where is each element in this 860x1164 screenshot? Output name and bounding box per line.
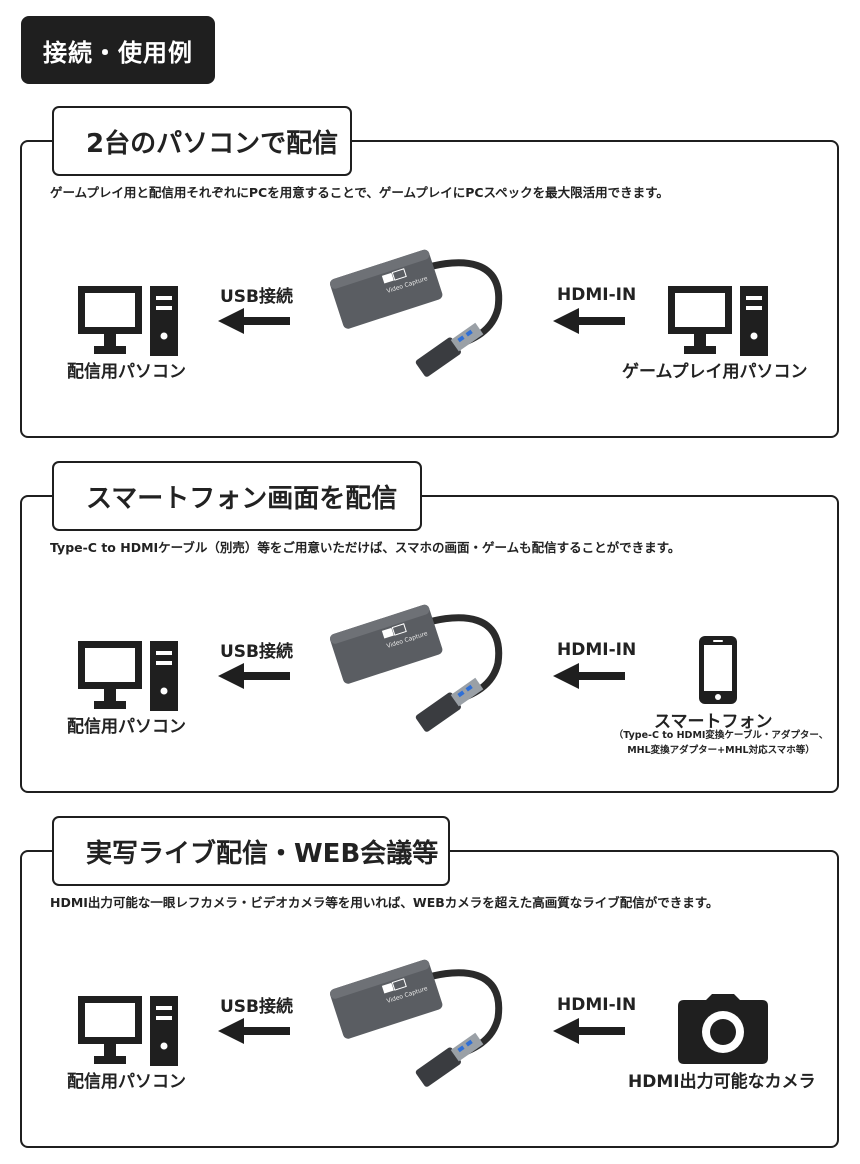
source-label: ゲームプレイ用パソコン: [622, 362, 808, 382]
capture-device-image: Video Capture: [330, 959, 503, 1087]
usb-connection-label: USB接続: [220, 997, 294, 1017]
source-note: （Type-C to HDMI変換ケーブル・アダプター、 MHL変換アダプター+…: [608, 728, 834, 758]
hdmi-in-label: HDMI-IN: [557, 995, 637, 1015]
usb-connection-label: USB接続: [220, 287, 294, 307]
smartphone-icon: [699, 636, 737, 704]
section-title: 実写ライブ配信・WEB会議等: [52, 816, 450, 886]
pc-label: 配信用パソコン: [67, 717, 186, 737]
page-title: 接続・使用例: [43, 38, 193, 67]
section-description: ゲームプレイ用と配信用それぞれにPCを用意することで、ゲームプレイにPCスペック…: [50, 185, 669, 200]
pc-label: 配信用パソコン: [67, 1072, 186, 1092]
camera-icon: [678, 994, 768, 1064]
desktop-pc-icon: [668, 286, 768, 356]
desktop-pc-icon: [78, 286, 178, 356]
arrow-left-icon: [218, 1018, 290, 1044]
section-description: Type-C to HDMIケーブル（別売）等をご用意いただけば、スマホの画面・…: [50, 540, 681, 555]
arrow-left-icon: [553, 308, 625, 334]
section-smartphone: スマートフォン画面を配信 Type-C to HDMIケーブル（別売）等をご用意…: [20, 461, 839, 793]
section-title: スマートフォン画面を配信: [52, 461, 422, 531]
section-title: 2台のパソコンで配信: [52, 106, 352, 176]
section-two-pcs: 2台のパソコンで配信 ゲームプレイ用と配信用それぞれにPCを用意することで、ゲー…: [20, 106, 839, 438]
arrow-left-icon: [218, 663, 290, 689]
source-label: HDMI出力可能なカメラ: [628, 1072, 816, 1092]
source-note-line: （Type-C to HDMI変換ケーブル・アダプター、: [613, 730, 829, 741]
usb-connection-label: USB接続: [220, 642, 294, 662]
desktop-pc-icon: [78, 996, 178, 1066]
desktop-pc-icon: [78, 641, 178, 711]
hdmi-in-label: HDMI-IN: [557, 285, 637, 305]
pc-label: 配信用パソコン: [67, 362, 186, 382]
hdmi-in-label: HDMI-IN: [557, 640, 637, 660]
section-description: HDMI出力可能な一眼レフカメラ・ビデオカメラ等を用いれば、WEBカメラを超えた…: [50, 895, 719, 910]
source-label: スマートフォン: [654, 712, 773, 732]
arrow-left-icon: [553, 1018, 625, 1044]
header-badge: 接続・使用例: [21, 16, 215, 84]
source-note-line: MHL変換アダプター+MHL対応スマホ等）: [627, 745, 815, 756]
capture-device-image: Video Capture: [330, 604, 503, 732]
capture-device-image: Video Capture: [330, 249, 503, 377]
arrow-left-icon: [553, 663, 625, 689]
section-live-camera: 実写ライブ配信・WEB会議等 HDMI出力可能な一眼レフカメラ・ビデオカメラ等を…: [20, 816, 839, 1148]
arrow-left-icon: [218, 308, 290, 334]
